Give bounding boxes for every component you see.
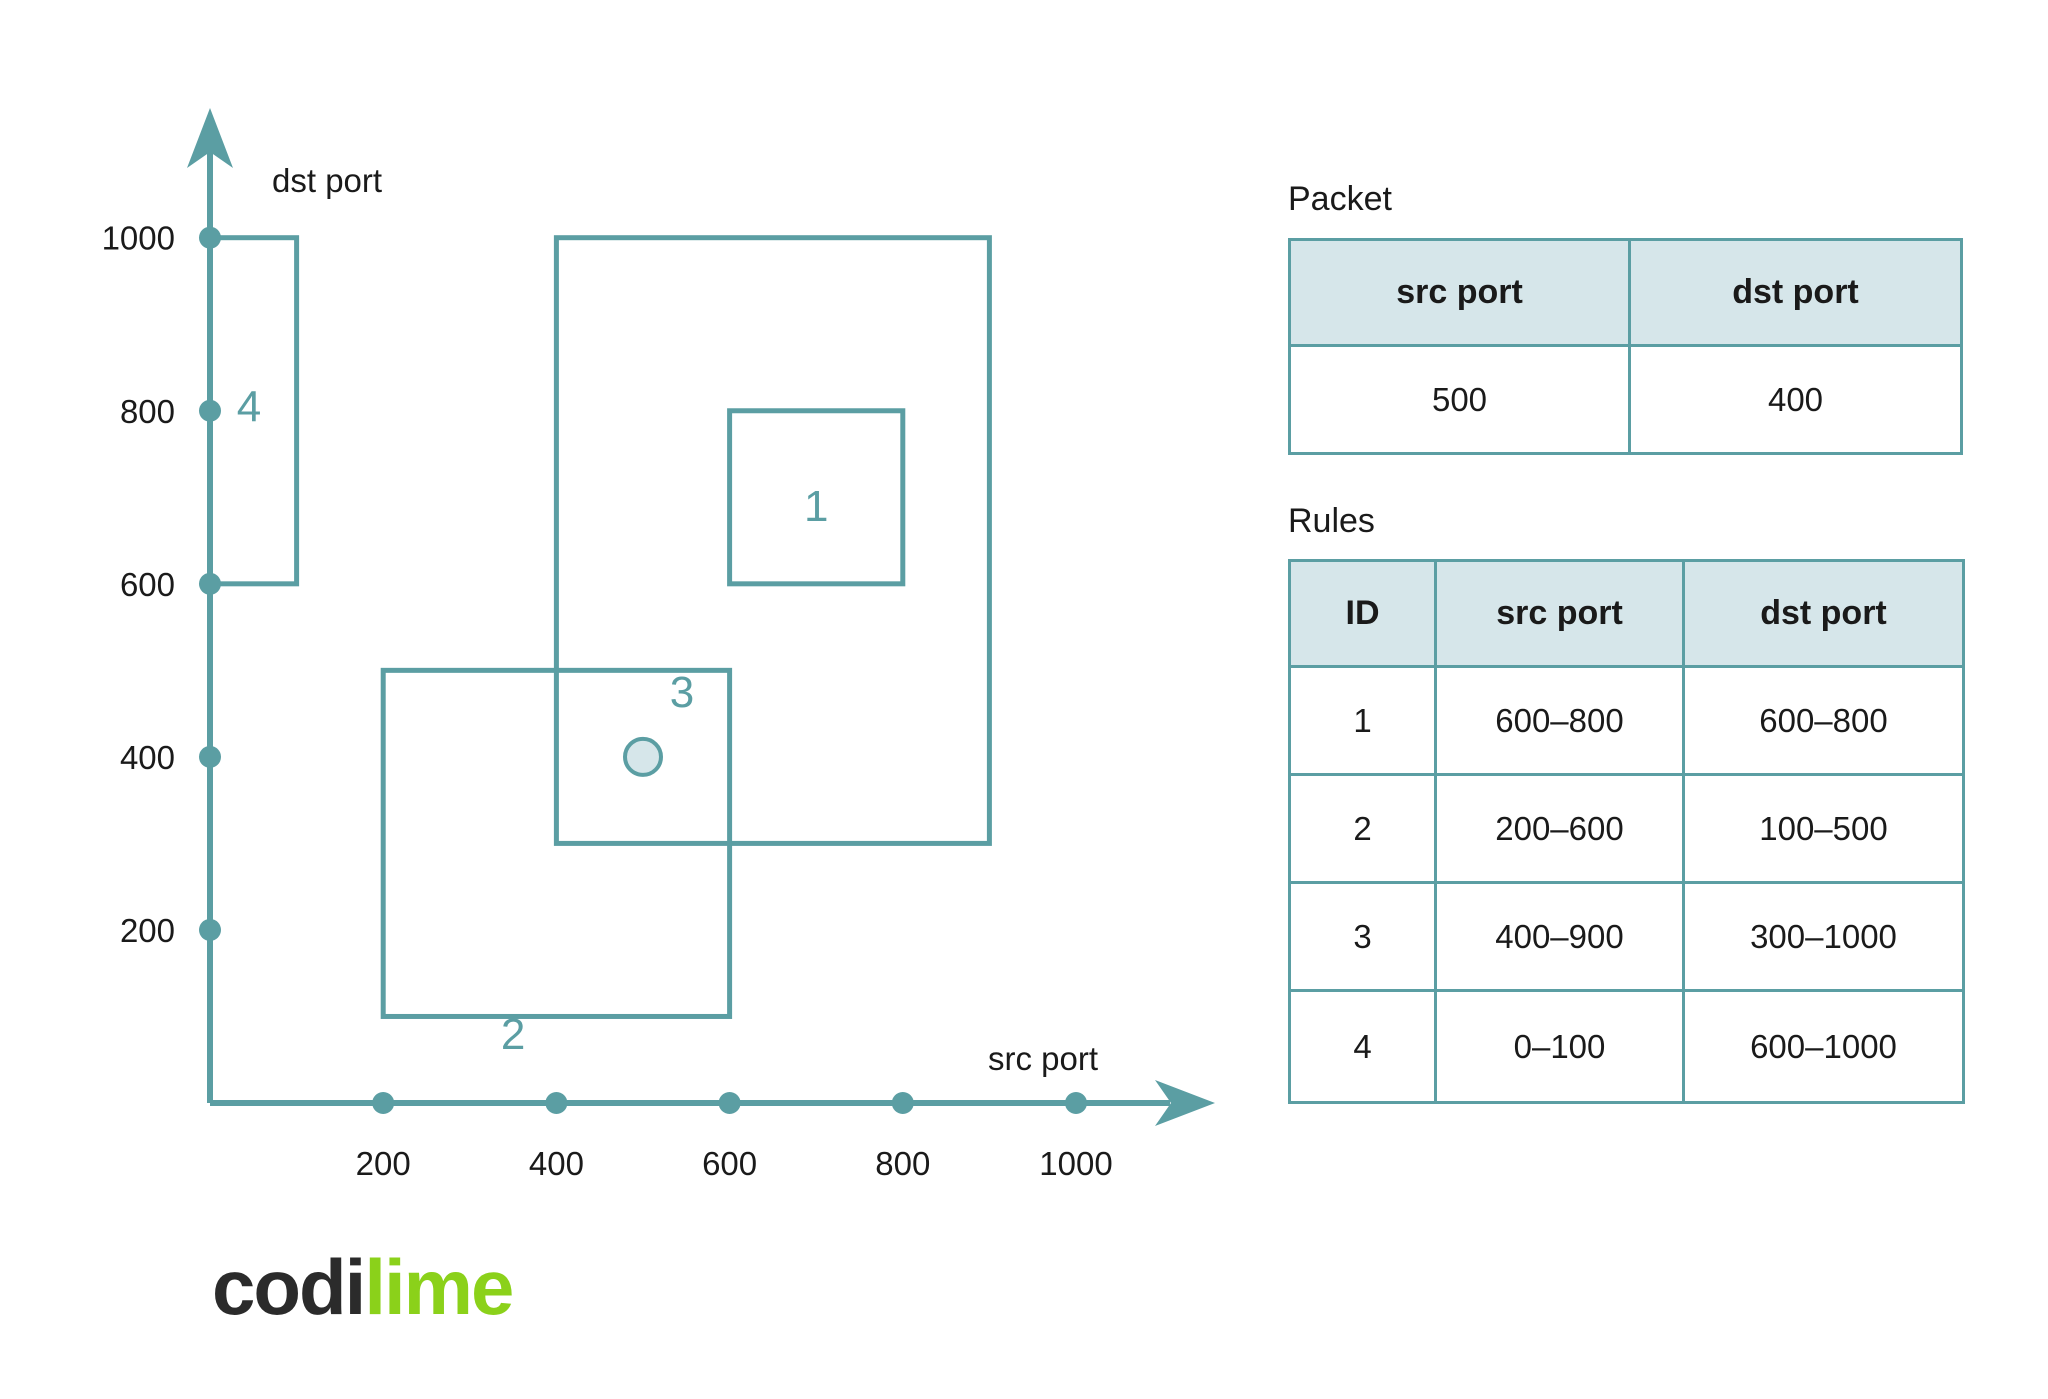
x-tick-label: 400: [529, 1145, 584, 1182]
rules-table: ID src port dst port 1 600–800 600–800 2…: [1288, 559, 1965, 1104]
packet-dst-value: 400: [1628, 344, 1963, 455]
x-axis-arrow-icon: [1155, 1080, 1215, 1126]
rule-id-cell: 4: [1288, 989, 1437, 1104]
rule-src-cell: 200–600: [1434, 773, 1685, 884]
rule-src-cell: 600–800: [1434, 665, 1685, 776]
rules-header-src: src port: [1434, 559, 1685, 668]
y-tick-label: 200: [120, 912, 175, 949]
y-tick-label: 400: [120, 739, 175, 776]
rule-regions: 1 2 3 4: [207, 235, 992, 1059]
x-tick-dot: [372, 1092, 395, 1114]
rule-src-cell: 400–900: [1434, 881, 1685, 992]
y-tick-dot: [199, 918, 221, 941]
rule-region-label-3: 3: [670, 668, 694, 717]
logo-part-lime: lime: [364, 1243, 514, 1331]
packet-point-layer: [623, 736, 663, 777]
rules-header-id: ID: [1288, 559, 1437, 668]
rule-region-3: [553, 235, 992, 846]
x-tick-dot: [891, 1092, 914, 1114]
x-tick-label: 800: [875, 1145, 930, 1182]
y-tick-dot: [199, 745, 221, 768]
rule-region-label-1: 1: [804, 482, 828, 531]
rule-src-cell: 0–100: [1434, 989, 1685, 1104]
y-tick-dot: [199, 399, 221, 422]
rule-id-cell: 3: [1288, 881, 1437, 992]
rule-dst-cell: 600–1000: [1682, 989, 1965, 1104]
packet-src-value: 500: [1288, 344, 1631, 455]
rules-title: Rules: [1288, 502, 1375, 540]
rule-region-label-2: 2: [501, 1010, 525, 1059]
table-row: 1 600–800 600–800: [1288, 665, 1965, 776]
table-row: 2 200–600 100–500: [1288, 773, 1965, 884]
x-tick-dot: [1065, 1092, 1087, 1114]
axis-ticks: 200 400 600 800 1000 200 400 600 800 1000: [102, 220, 1113, 1182]
y-tick-label: 600: [120, 566, 175, 603]
rule-dst-cell: 300–1000: [1682, 881, 1965, 992]
logo-part-codi: codi: [212, 1243, 366, 1331]
rule-id-cell: 1: [1288, 665, 1437, 776]
x-tick-label: 600: [702, 1145, 757, 1182]
packet-header-dst: dst port: [1628, 238, 1963, 347]
table-row: 4 0–100 600–1000: [1288, 989, 1965, 1104]
rule-region-1: [727, 408, 906, 587]
rules-header-dst: dst port: [1682, 559, 1965, 668]
y-tick-dot: [199, 226, 221, 249]
x-axis-title: src port: [988, 1040, 1098, 1077]
axes: [187, 108, 1215, 1126]
packet-table: src port dst port 500 400: [1288, 238, 1963, 455]
packet-point: [623, 736, 663, 777]
rule-region-label-4: 4: [237, 382, 261, 431]
x-tick-label: 1000: [1039, 1145, 1112, 1182]
y-tick-dot: [199, 572, 221, 595]
codilime-logo: codilime: [212, 1248, 514, 1326]
y-tick-label: 800: [120, 393, 175, 430]
y-axis-title: dst port: [272, 162, 382, 199]
rule-dst-cell: 600–800: [1682, 665, 1965, 776]
x-tick-dot: [545, 1092, 568, 1114]
y-axis-arrow-icon: [187, 108, 233, 168]
y-tick-label: 1000: [102, 220, 175, 257]
rule-dst-cell: 100–500: [1682, 773, 1965, 884]
rule-id-cell: 2: [1288, 773, 1437, 884]
x-tick-dot: [718, 1092, 741, 1114]
table-row: 3 400–900 300–1000: [1288, 881, 1965, 992]
packet-title: Packet: [1288, 180, 1392, 218]
axis-labels: src port dst port: [272, 162, 1098, 1077]
packet-header-src: src port: [1288, 238, 1631, 347]
x-tick-label: 200: [356, 1145, 411, 1182]
port-space-diagram: 1 2 3 4 200 400 600 800 1000 200 400 600 800 1000 sr…: [102, 108, 1215, 1182]
